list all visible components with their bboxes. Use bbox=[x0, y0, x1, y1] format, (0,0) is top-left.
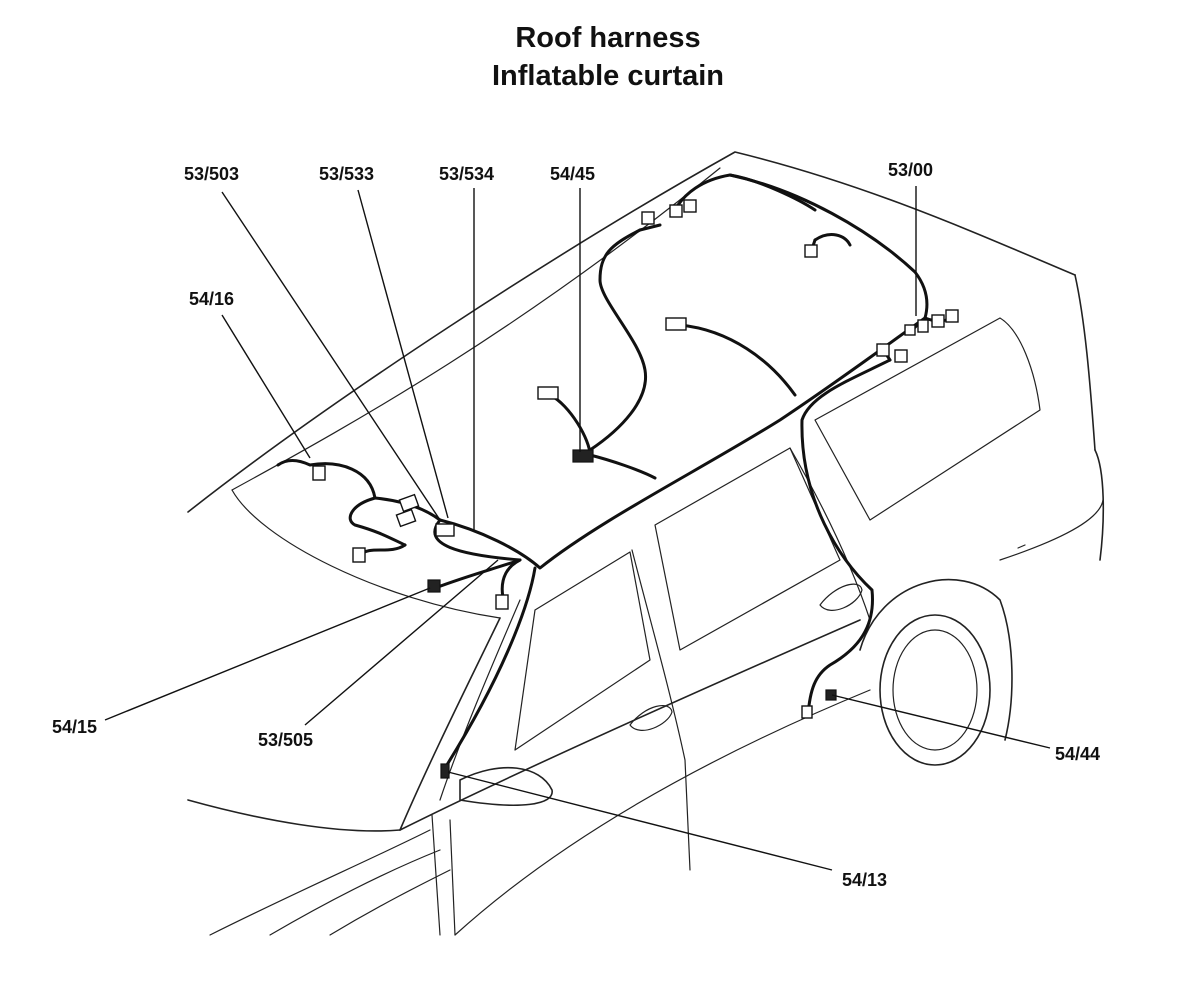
callout-53-505: 53/505 bbox=[258, 730, 313, 750]
leader-54-15 bbox=[104, 587, 431, 721]
leader-54-16 bbox=[221, 314, 311, 459]
callout-54-44: 54/44 bbox=[1055, 744, 1100, 764]
leader-53-505 bbox=[304, 559, 499, 726]
roof-harness-wires bbox=[276, 173, 952, 770]
harness-connectors bbox=[312, 199, 959, 779]
callout-53-00: 53/00 bbox=[888, 160, 933, 180]
diagram-subtitle: Inflatable curtain bbox=[491, 60, 725, 92]
callout-54-13: 54/13 bbox=[842, 870, 887, 890]
callout-54-15: 54/15 bbox=[52, 717, 97, 737]
callout-53-533: 53/533 bbox=[319, 164, 374, 184]
callout-54-45: 54/45 bbox=[550, 164, 595, 184]
callout-53-503: 53/503 bbox=[184, 164, 239, 184]
callout-54-16: 54/16 bbox=[189, 289, 234, 309]
callout-labels: 53/503 53/533 53/534 54/45 53/00 54/16 5… bbox=[52, 160, 1100, 890]
leader-lines bbox=[104, 186, 1051, 871]
leader-53-503 bbox=[221, 191, 441, 521]
diagram-title: Roof harness bbox=[515, 22, 701, 54]
leader-54-13 bbox=[447, 771, 833, 871]
car-body-outline bbox=[187, 151, 1105, 936]
callout-53-534: 53/534 bbox=[439, 164, 494, 184]
leader-54-44 bbox=[831, 694, 1051, 749]
leader-53-533 bbox=[357, 189, 449, 519]
